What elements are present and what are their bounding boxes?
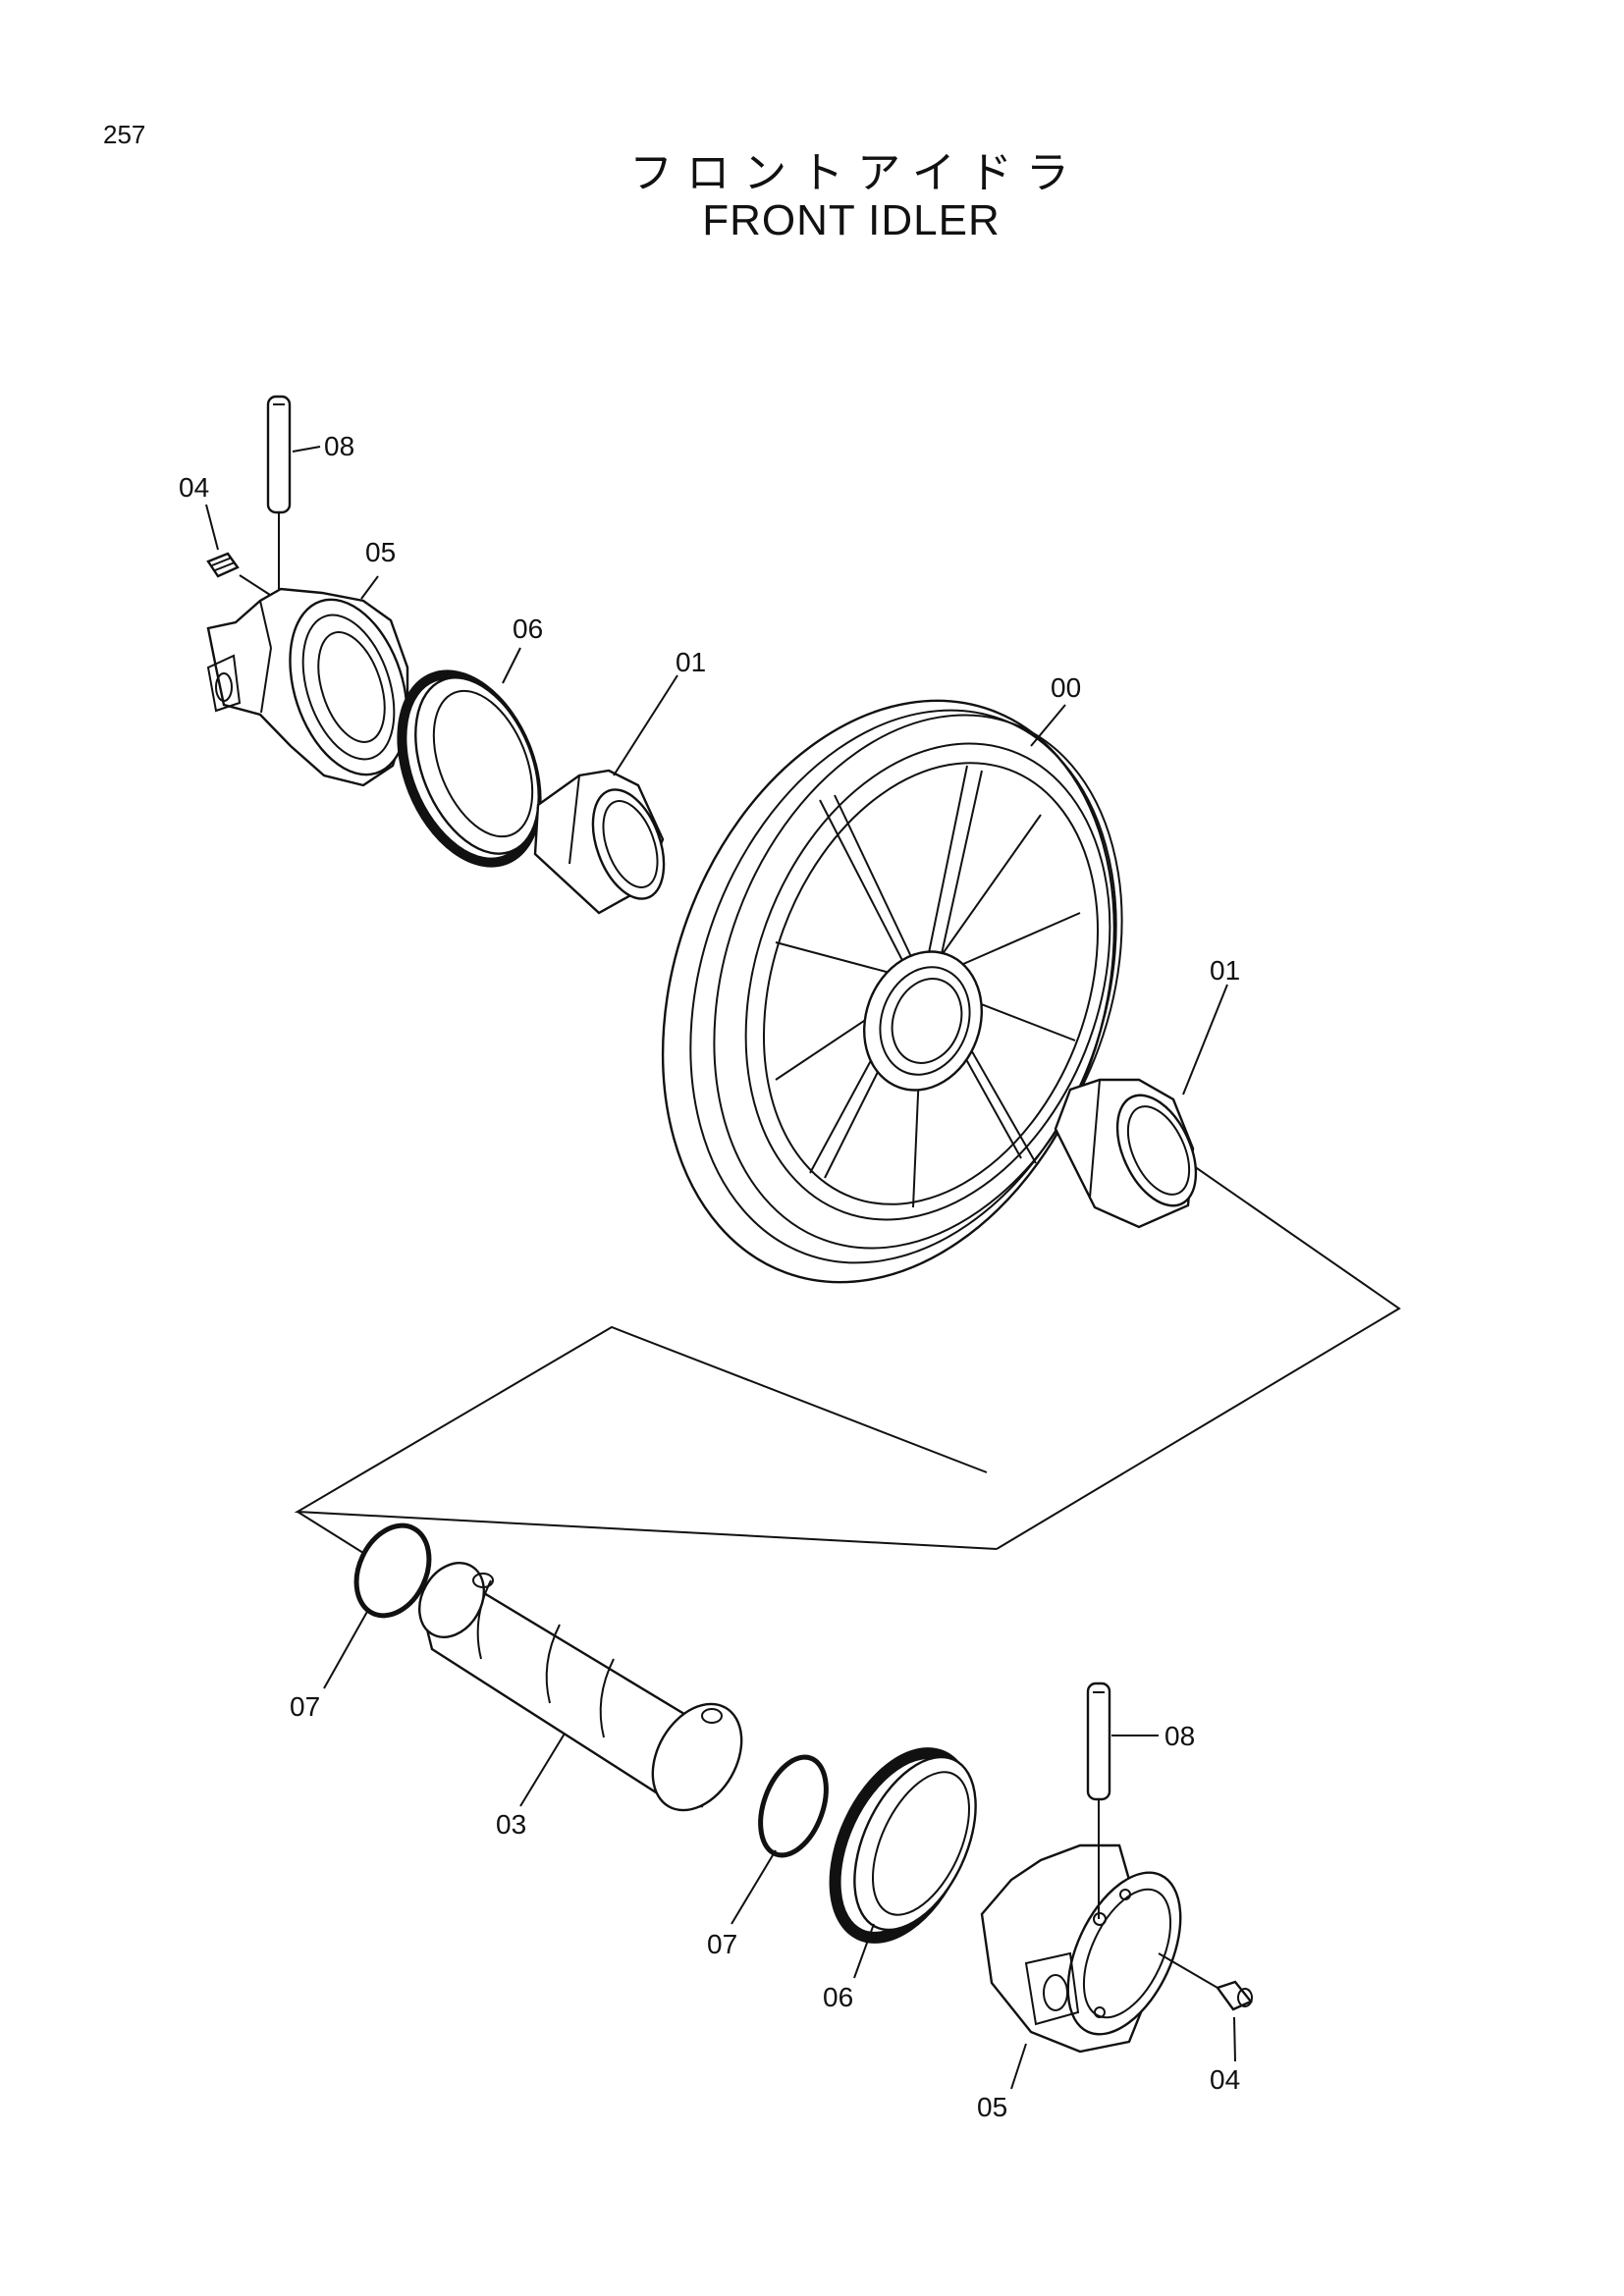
idler-wheel-00 [661, 699, 1123, 1284]
title-english: FRONT IDLER [702, 196, 1001, 244]
leader-07-mid [731, 1849, 777, 1925]
callout-00: 00 [1051, 672, 1081, 703]
leader-08-upper [292, 446, 321, 453]
o-ring-07-left [353, 1522, 432, 1619]
pin-08-upper [266, 395, 292, 589]
leader-03 [519, 1733, 566, 1807]
shaft-03 [418, 1562, 743, 1812]
callout-05-upper: 05 [365, 537, 396, 567]
callout-01-lower: 01 [1210, 955, 1240, 986]
callout-08-upper: 08 [324, 431, 354, 461]
leader-00 [1030, 704, 1066, 747]
assembly-axis-line-right [996, 1148, 1401, 1550]
leader-05-upper [360, 575, 379, 600]
plug-04-upper [206, 552, 240, 578]
o-ring-07-mid [758, 1754, 829, 1858]
floating-seal-06-lower [829, 1747, 977, 1944]
callout-04-upper: 04 [179, 472, 209, 503]
callout-01-upper: 01 [676, 647, 706, 677]
leader-05-lower [1010, 2043, 1027, 2090]
callout-06-lower: 06 [823, 1982, 853, 2012]
plug-04-lower [1216, 1980, 1253, 2011]
floating-seal-06-upper [397, 669, 542, 868]
leader-01-lower [1182, 984, 1228, 1095]
callout-06-upper: 06 [513, 614, 543, 644]
leader-04-upper [205, 504, 219, 551]
leader-01-upper [613, 674, 678, 776]
page-number: 257 [103, 120, 146, 149]
callout-07-left: 07 [290, 1691, 320, 1722]
bushing-01-upper [533, 769, 666, 915]
leader-07-left [323, 1609, 369, 1689]
title-japanese: フロントアイドラ [629, 148, 1083, 198]
bushing-01-lower [1054, 1078, 1198, 1229]
pin-08-lower [1086, 1682, 1111, 1919]
axis-line-to-oring [297, 1511, 364, 1554]
callout-03: 03 [496, 1809, 526, 1840]
axis-04-lower [1158, 1952, 1218, 1989]
axis-04-upper [239, 574, 271, 596]
support-05-lower [980, 1843, 1182, 2054]
leader-04-lower [1233, 2016, 1236, 2062]
callout-05-lower: 05 [977, 2092, 1007, 2122]
leader-06-lower [853, 1923, 875, 1979]
callout-04-lower: 04 [1210, 2064, 1240, 2095]
callout-07-mid: 07 [707, 1929, 737, 1959]
assembly-axis-line-left [294, 1325, 998, 1550]
leader-06-upper [502, 647, 521, 684]
callout-08-lower: 08 [1164, 1721, 1195, 1751]
support-05-upper [206, 587, 409, 787]
